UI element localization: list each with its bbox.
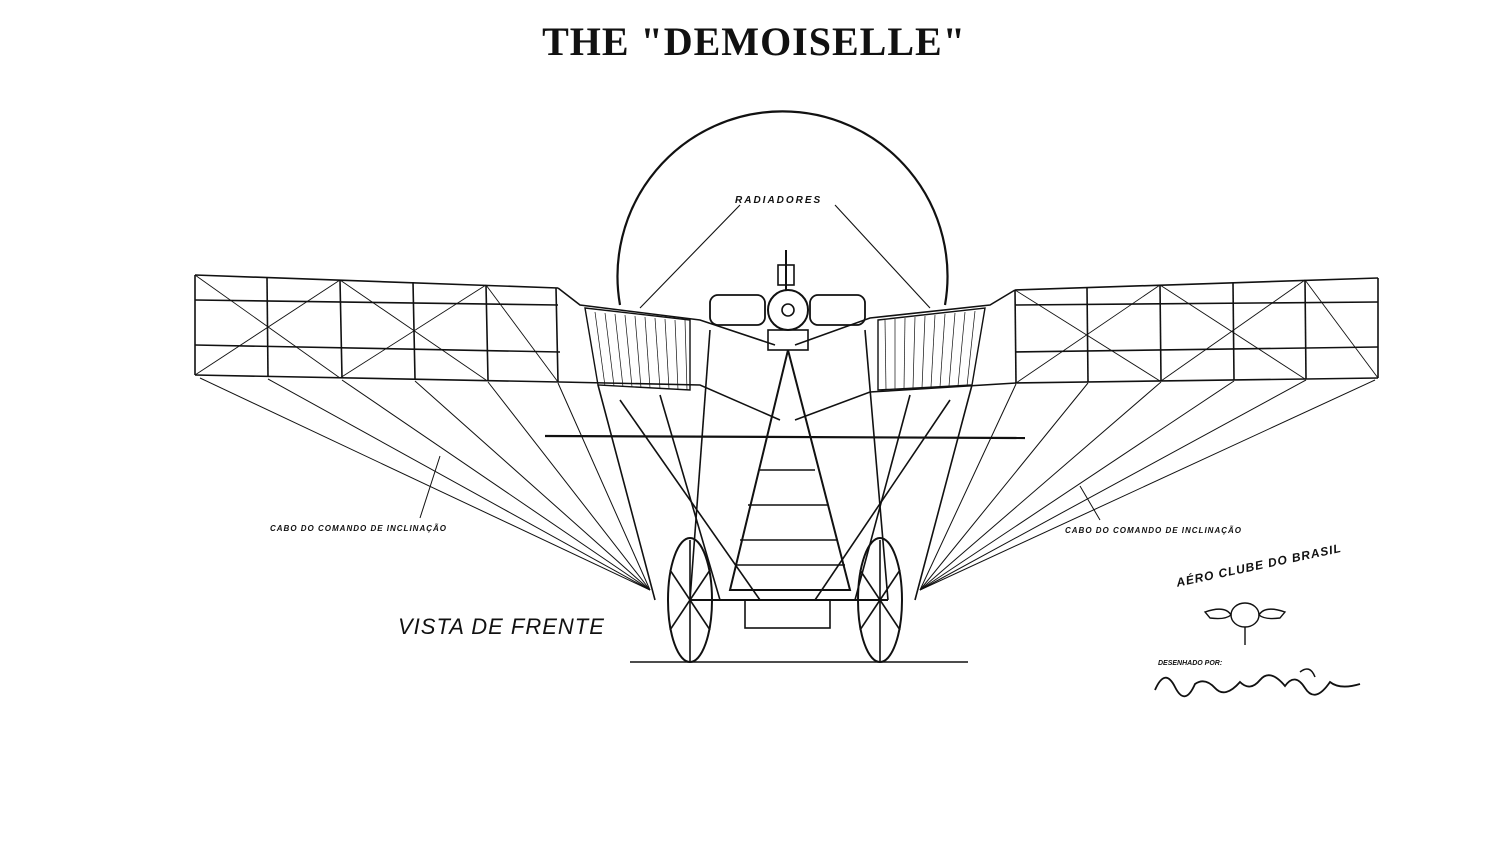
left-wing <box>194 274 561 383</box>
propeller-arc <box>616 110 949 306</box>
cables-left <box>199 377 651 591</box>
view-label: VISTA DE FRENTE <box>398 614 605 639</box>
cable-label-left: CABO DO COMANDO DE INCLINAÇÃO <box>270 524 447 533</box>
page-title: THE "DEMOISELLE" <box>542 19 966 64</box>
radiator-hatching <box>594 310 976 391</box>
radiators-label: RADIADORES <box>735 195 823 206</box>
cables-right <box>919 379 1376 591</box>
cable-label-right: CABO DO COMANDO DE INCLINAÇÃO <box>1065 526 1242 535</box>
wings-emblem-icon <box>1203 602 1287 645</box>
drawn-by-label: DESENHADO POR: <box>1158 660 1223 667</box>
engine <box>709 250 866 351</box>
radiator-left <box>584 307 691 391</box>
fuselage-frame <box>544 329 1026 629</box>
right-wing <box>1014 277 1379 384</box>
signature-image <box>1154 668 1361 698</box>
